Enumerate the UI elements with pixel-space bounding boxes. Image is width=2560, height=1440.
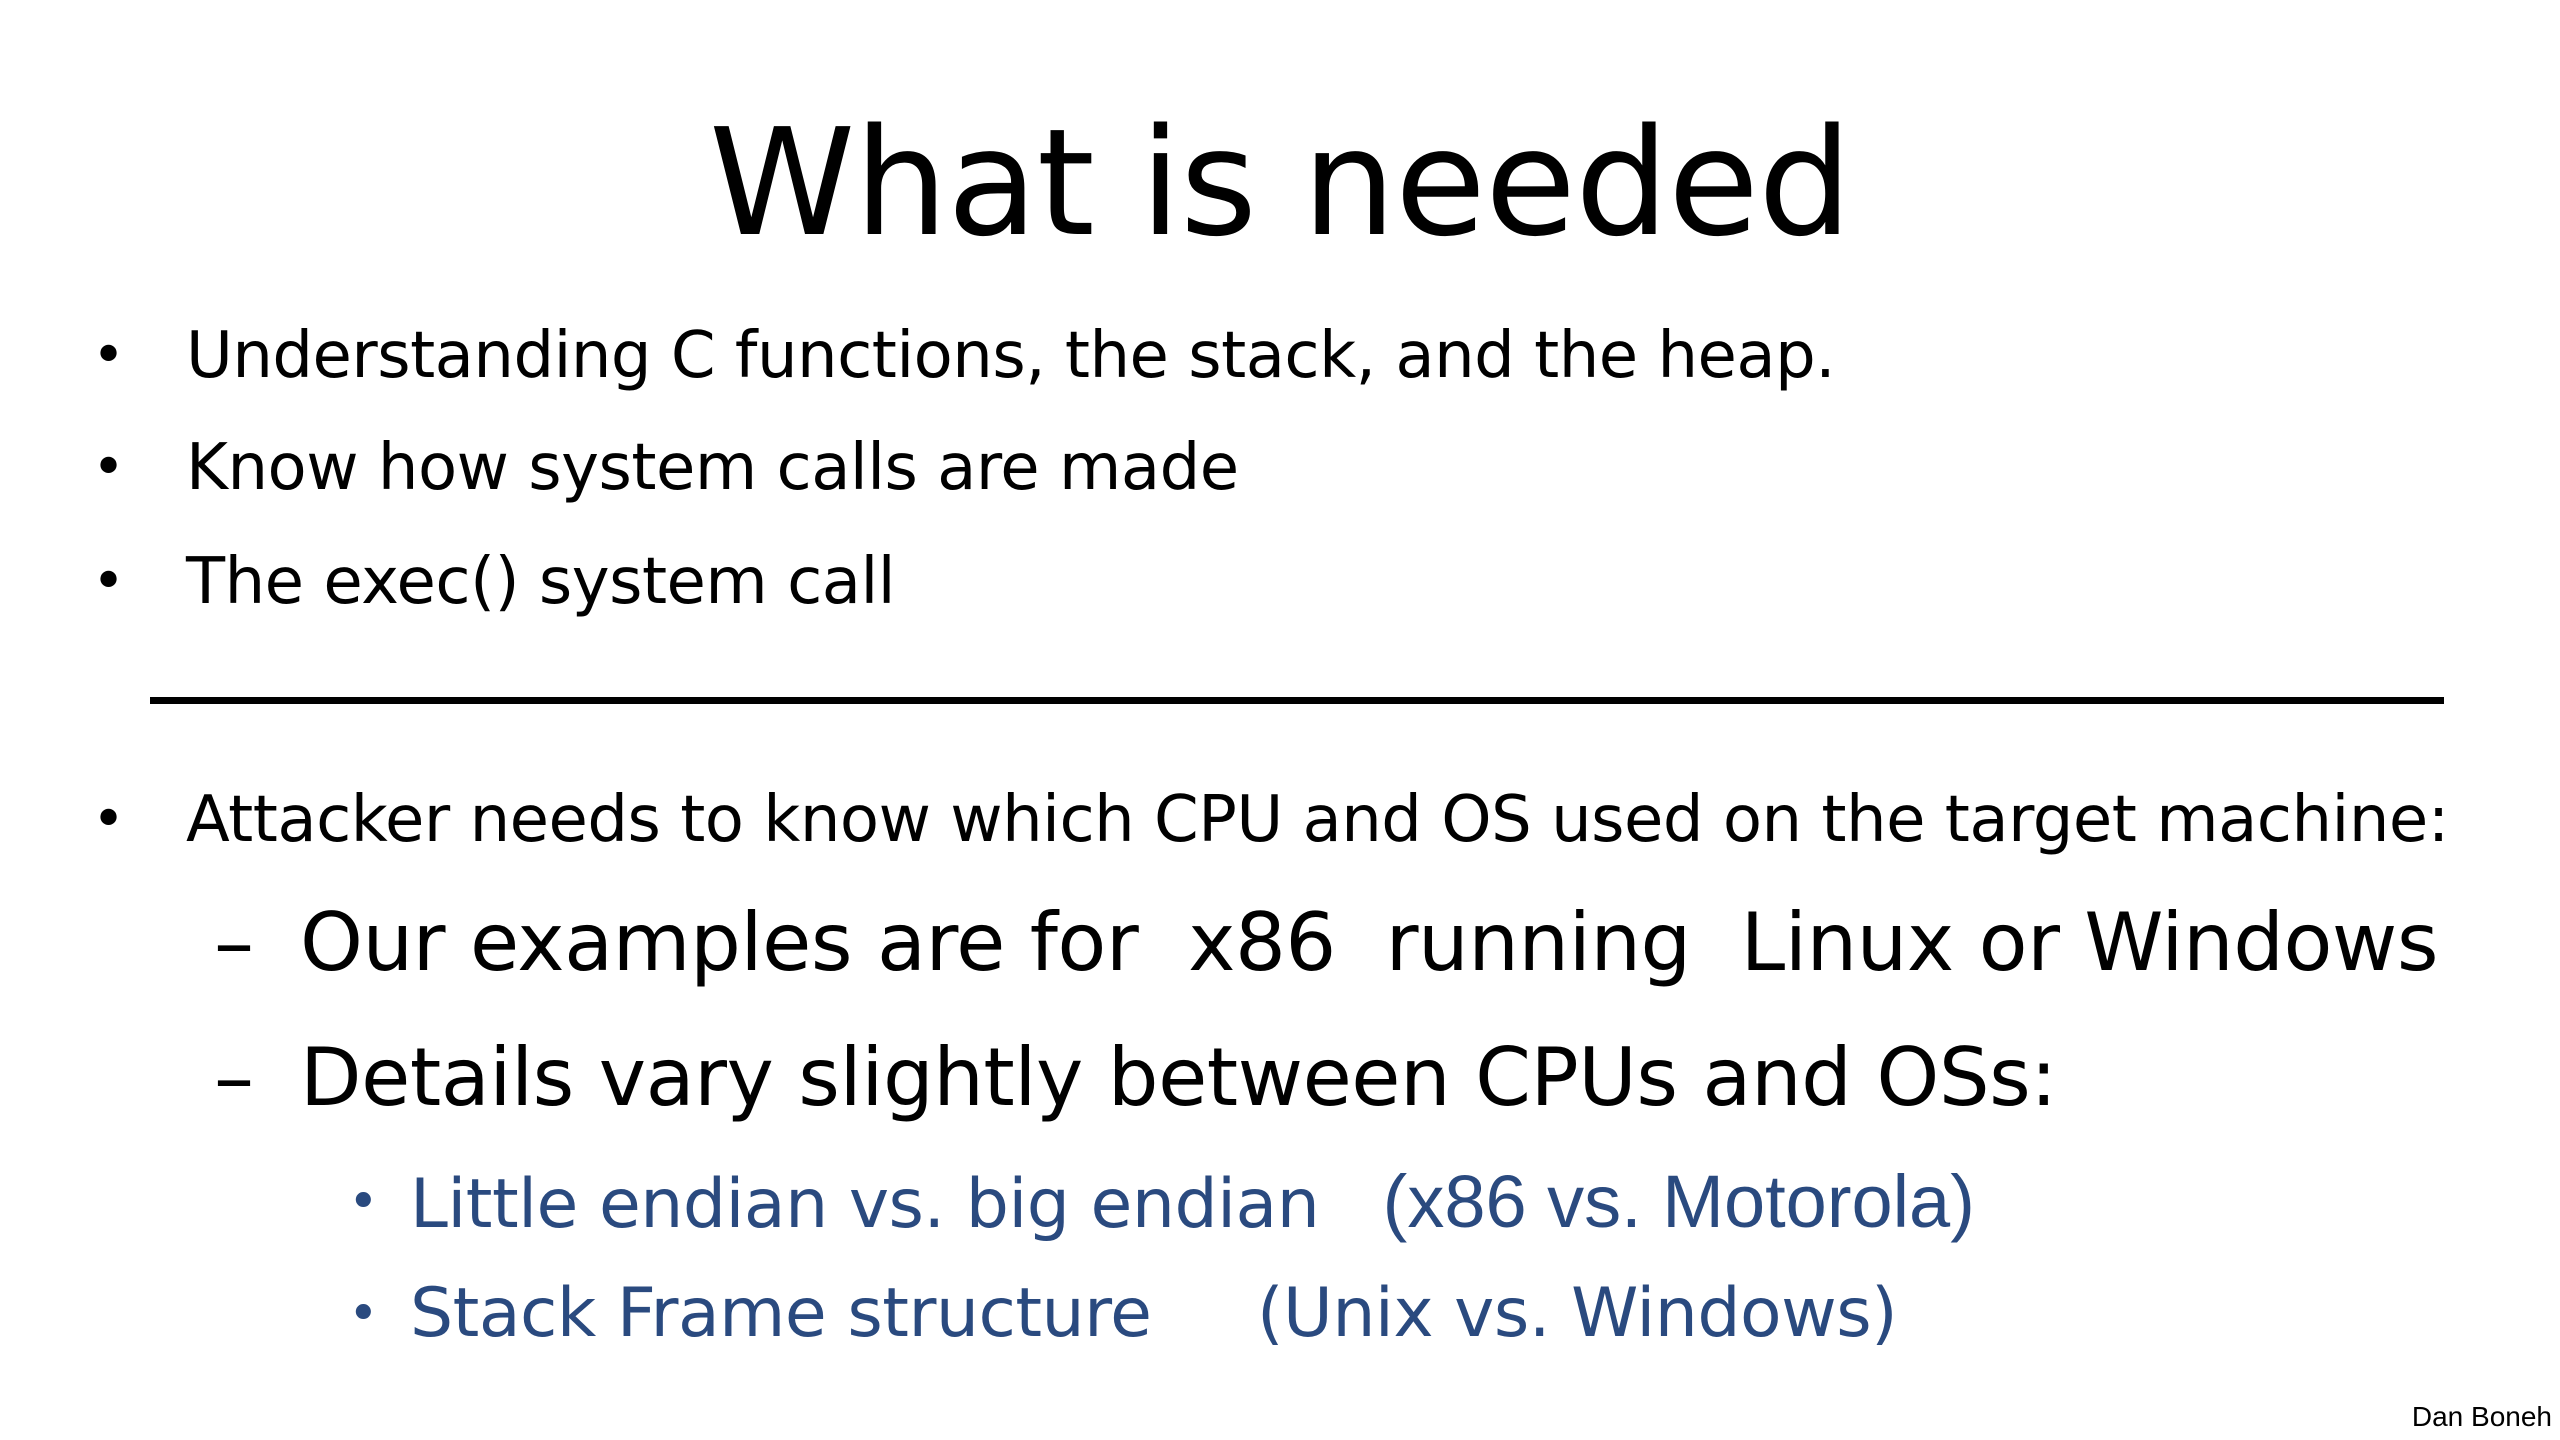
bullet-icon: • (92, 323, 126, 388)
sub-bullet-text: Our examples are for x86 running Linux o… (300, 896, 2439, 989)
divider-line (150, 697, 2444, 704)
sub-sub-bullet-paren: (x86 vs. Motorola) (1382, 1160, 1975, 1243)
sub-sub-bullet-text: Little endian vs. big endian (x86 vs. Mo… (410, 1160, 1975, 1247)
sub-bullet-text: Details vary slightly between CPUs and O… (300, 1031, 2057, 1124)
bullet-text: Attacker needs to know which CPU and OS … (186, 783, 2449, 857)
bullet-text: Understanding C functions, the stack, an… (186, 319, 1836, 393)
sub-sub-bullet-main: Little endian vs. big endian (410, 1165, 1383, 1244)
sub-sub-bullet-main: Stack Frame structure (410, 1274, 1258, 1353)
bullet-icon: • (348, 1172, 379, 1232)
bullet-icon: • (92, 549, 126, 614)
bullet-icon: • (92, 435, 126, 500)
dash-icon: – (214, 896, 254, 989)
dash-icon: – (214, 1031, 254, 1124)
author-footer: Dan Boneh (2411, 1401, 2552, 1432)
bullet-text: Know how system calls are made (186, 431, 1239, 505)
bullet-text: The exec() system call (186, 545, 896, 619)
sub-sub-bullet-text: Stack Frame structure (Unix vs. Windows) (410, 1272, 1898, 1356)
bullet-icon: • (92, 787, 126, 852)
bullet-icon: • (348, 1284, 379, 1344)
slide-title: What is needed (708, 97, 1852, 269)
sub-sub-bullet-paren: (Unix vs. Windows) (1257, 1274, 1898, 1353)
